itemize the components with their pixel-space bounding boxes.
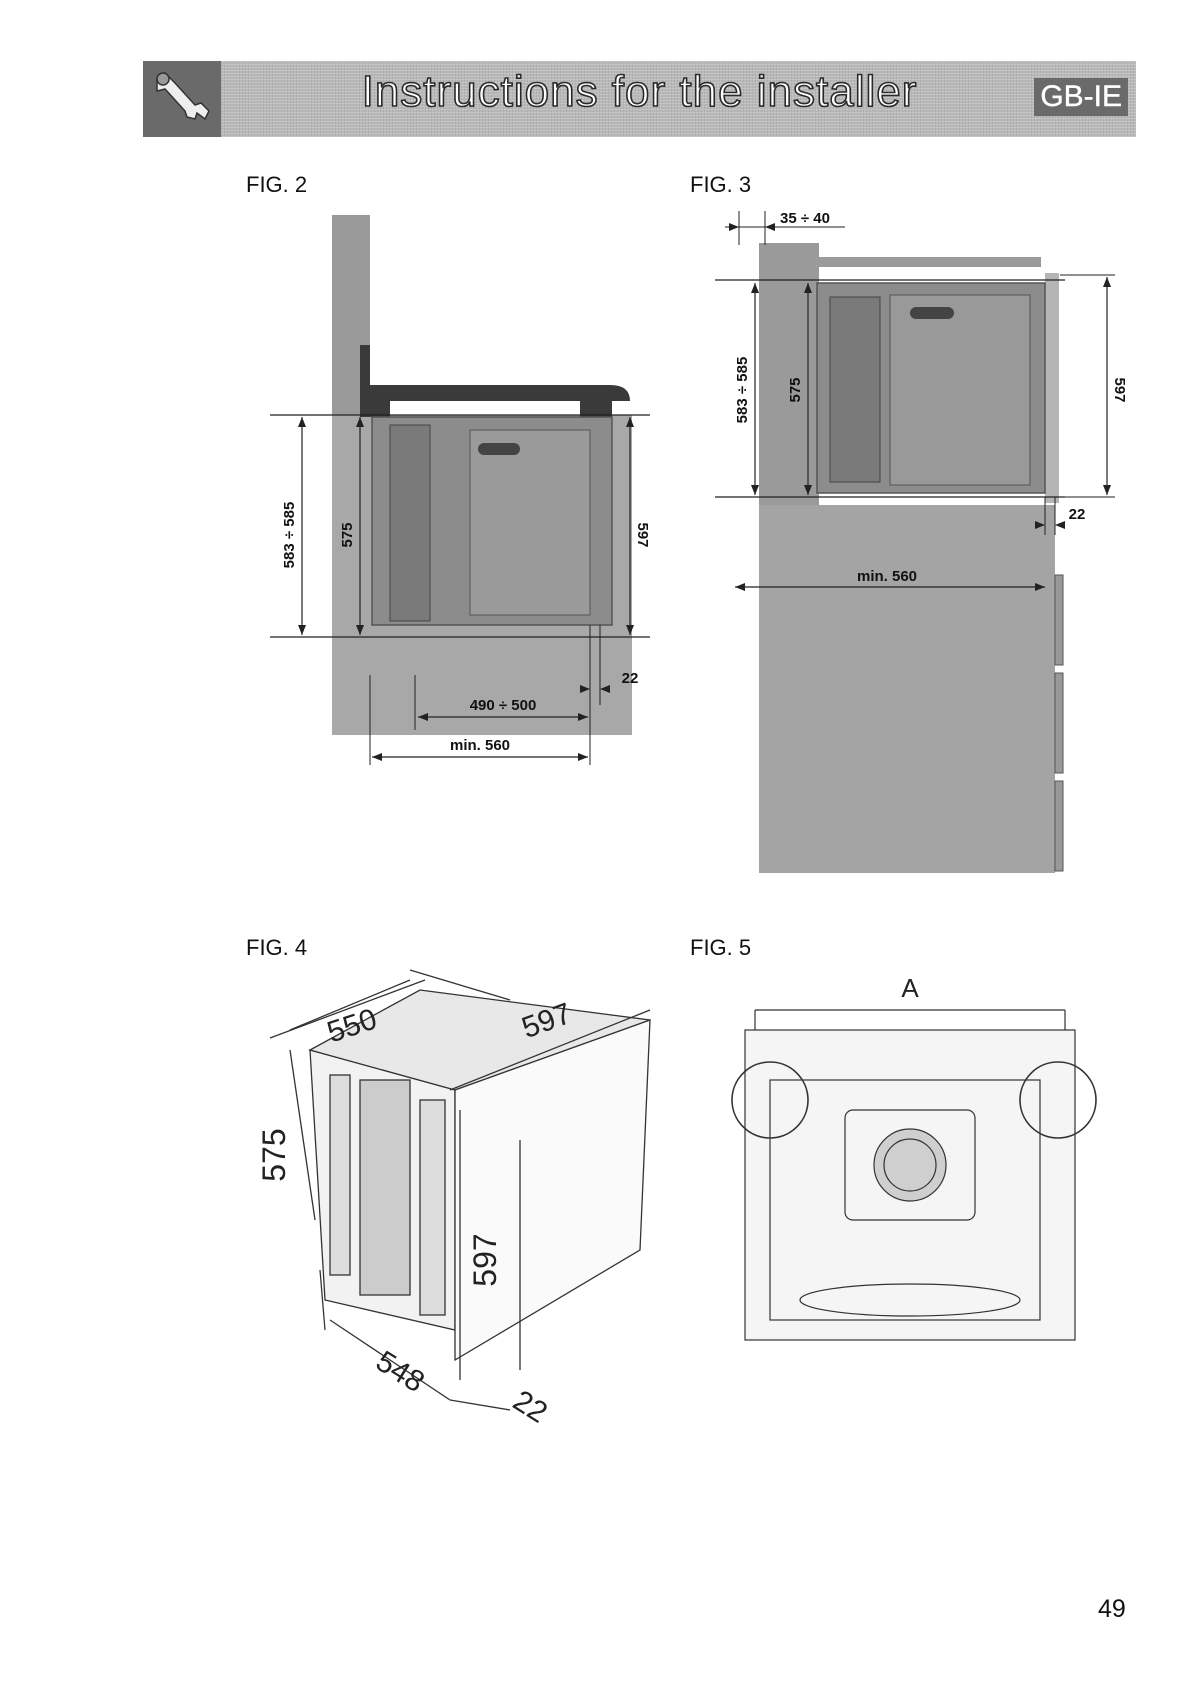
fig5-label: FIG. 5 [690,935,751,961]
fig3-dim-oven-height: 575 [787,377,804,402]
fig2-dim-total-height: 597 [634,522,651,547]
language-badge: GB-IE [1034,78,1128,116]
fig4-label: FIG. 4 [246,935,307,961]
fig3-drawing: 583 ÷ 585 575 597 35 ÷ 40 22 min. 560 [705,205,1135,885]
fig4-dim-front-height: 597 [467,1233,503,1286]
fig3-label: FIG. 3 [690,172,751,198]
fig2-drawing: 583 ÷ 585 575 597 490 ÷ 500 min. 560 22 [240,205,670,830]
fig2-dim-oven-height: 575 [339,522,356,547]
fig4-drawing: 550 597 575 597 548 22 [250,960,680,1440]
fig3-dim-total-height: 597 [1111,377,1128,402]
page-header: Instructions for the installer GB-IE [143,61,1136,137]
fig2-dim-gap: 22 [622,670,639,687]
fig2-label: FIG. 2 [246,172,307,198]
fig3-dim-top-gap: 35 ÷ 40 [780,210,830,227]
fig2-dim-height-range: 583 ÷ 585 [281,502,298,569]
fig4-dim-height: 575 [256,1128,292,1181]
fig3-dim-gap: 22 [1069,506,1086,523]
fig3-dim-min-width: min. 560 [857,568,917,585]
fig2-dim-depth-range: 490 ÷ 500 [470,697,537,714]
fig3-dim-height-range: 583 ÷ 585 [734,357,751,424]
fig5-drawing: A [700,970,1120,1370]
page-number: 49 [1098,1595,1126,1624]
page-title: Instructions for the installer [143,67,1136,117]
fig2-dim-min-width: min. 560 [450,737,510,754]
fig5-marker: A [901,973,919,1003]
fig4-dim-gap: 22 [507,1384,553,1430]
